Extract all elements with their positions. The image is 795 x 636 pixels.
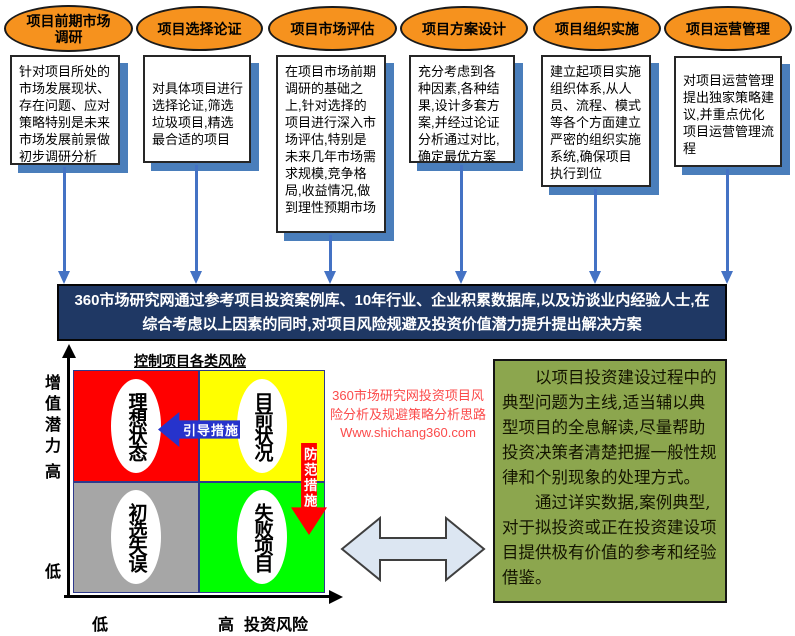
- watermark-line-2: 险分析及规避策略分析思路: [329, 406, 486, 422]
- down-arrow-icon: [195, 165, 198, 272]
- y-axis-arrowhead-icon: [61, 344, 76, 358]
- watermark-text: 360市场研究网投资项目风 险分析及规避策略分析思路 Www.shichang3…: [328, 387, 488, 443]
- x-axis-arrowhead-icon: [329, 589, 343, 604]
- stage-desc-box-3: 在项目市场前期调研的基础之上,针对选择的项目进行深入市场评估,特别是未来几年市场…: [276, 55, 386, 233]
- stage-desc-box-1: 针对项目所处的市场发展现状、存在问题、应对策略特别是未来市场发展前景做初步调研分…: [10, 55, 120, 165]
- risk-matrix: 理想状态 目前状况 初选失误 失败项目: [73, 370, 325, 593]
- stage-desc-box-6: 对项目运营管理提出独家策略建议,并重点优化项目运营管理流程: [674, 56, 782, 167]
- down-arrow-icon: [726, 169, 729, 272]
- methodology-panel: 以项目投资建设过程中的典型问题为主线,适当辅以典型项目的全息解读,尽量帮助投资决…: [493, 359, 727, 603]
- y-axis-line: [67, 356, 70, 598]
- down-arrowhead-icon: [589, 271, 601, 284]
- matrix-title: 控制项目各类风险: [134, 353, 246, 369]
- stage-ellipse-project-selection: 项目选择论证: [136, 6, 263, 51]
- stage-ellipse-market-evaluation: 项目市场评估: [268, 6, 397, 51]
- watermark-line-1: 360市场研究网投资项目风: [332, 388, 484, 403]
- down-arrowhead-icon: [455, 271, 467, 284]
- quadrant-label: 失败项目: [251, 503, 273, 572]
- x-axis-high-label: 高投资风险: [218, 617, 309, 634]
- x-axis-line: [64, 595, 330, 598]
- stage-ellipse-market-research: 项目前期市场调研: [4, 5, 133, 52]
- down-arrowhead-icon: [190, 271, 202, 284]
- methodology-paragraph-1: 以项目投资建设过程中的典型问题为主线,适当辅以典型项目的全息解读,尽量帮助投资决…: [502, 368, 717, 487]
- quadrant-ellipse: 目前状况: [237, 378, 287, 473]
- watermark-url: Www.shichang360.com: [340, 425, 476, 440]
- y-axis-low-label: 低: [45, 564, 62, 581]
- quadrant-current-status: 目前状况: [200, 371, 324, 481]
- methodology-paragraph-2: 通过详实数据,案例典型,对于拟投资或正在投资建设项目提供极有价值的参考和经验借鉴…: [502, 493, 717, 587]
- down-arrow-icon: [329, 235, 332, 272]
- stage-title: 项目选择论证: [157, 20, 242, 37]
- quadrant-label: 理想状态: [125, 391, 147, 460]
- solution-banner: 360市场研究网通过参考项目投资案例库、10年行业、企业积累数据库,以及访谈业内…: [57, 284, 727, 341]
- quadrant-initial-mistake: 初选失误: [74, 482, 198, 592]
- quadrant-ellipse: 初选失误: [111, 490, 161, 585]
- stage-title: 项目市场评估: [290, 20, 375, 37]
- down-arrow-icon: [594, 189, 597, 272]
- down-arrowhead-icon: [721, 271, 733, 284]
- stage-ellipse-operation-management: 项目运营管理: [664, 6, 792, 51]
- x-axis-label: 投资风险: [244, 617, 309, 634]
- down-arrow-icon: [460, 165, 463, 272]
- stage-desc-box-4: 充分考虑到各种因素,各种结果,设计多套方案,并经过论证分析通过对比,确定最优方案: [409, 55, 515, 163]
- prevention-measures-label: 防范措施: [301, 447, 317, 509]
- stage-title: 项目前期市场调研: [26, 12, 111, 45]
- down-arrow-icon: [63, 167, 66, 272]
- stage-ellipse-plan-design: 项目方案设计: [400, 6, 528, 51]
- quadrant-ellipse: 失败项目: [237, 490, 287, 585]
- quadrant-label: 目前状况: [251, 391, 273, 460]
- stage-desc-box-5: 建立起项目实施组织体系,从人员、流程、模式等各个方面建立严密的组织实施系统,确保…: [541, 55, 651, 187]
- quadrant-ellipse: 理想状态: [111, 378, 161, 473]
- stage-title: 项目运营管理: [686, 20, 770, 37]
- double-headed-arrow-icon: [340, 515, 486, 583]
- stage-title: 项目组织实施: [555, 20, 639, 37]
- quadrant-label: 初选失误: [125, 503, 147, 572]
- down-arrowhead-icon: [324, 271, 336, 284]
- stage-desc-box-2: 对具体项目进行选择论证,筛选垃圾项目,精选最合适的项目: [143, 55, 251, 163]
- stage-title: 项目方案设计: [422, 20, 506, 37]
- x-axis-low-label: 低: [92, 617, 109, 634]
- y-axis-label: 增值潜力: [42, 374, 59, 458]
- stage-ellipse-implementation: 项目组织实施: [533, 6, 661, 51]
- down-arrowhead-icon: [58, 271, 70, 284]
- y-axis-high-label: 高: [45, 464, 62, 481]
